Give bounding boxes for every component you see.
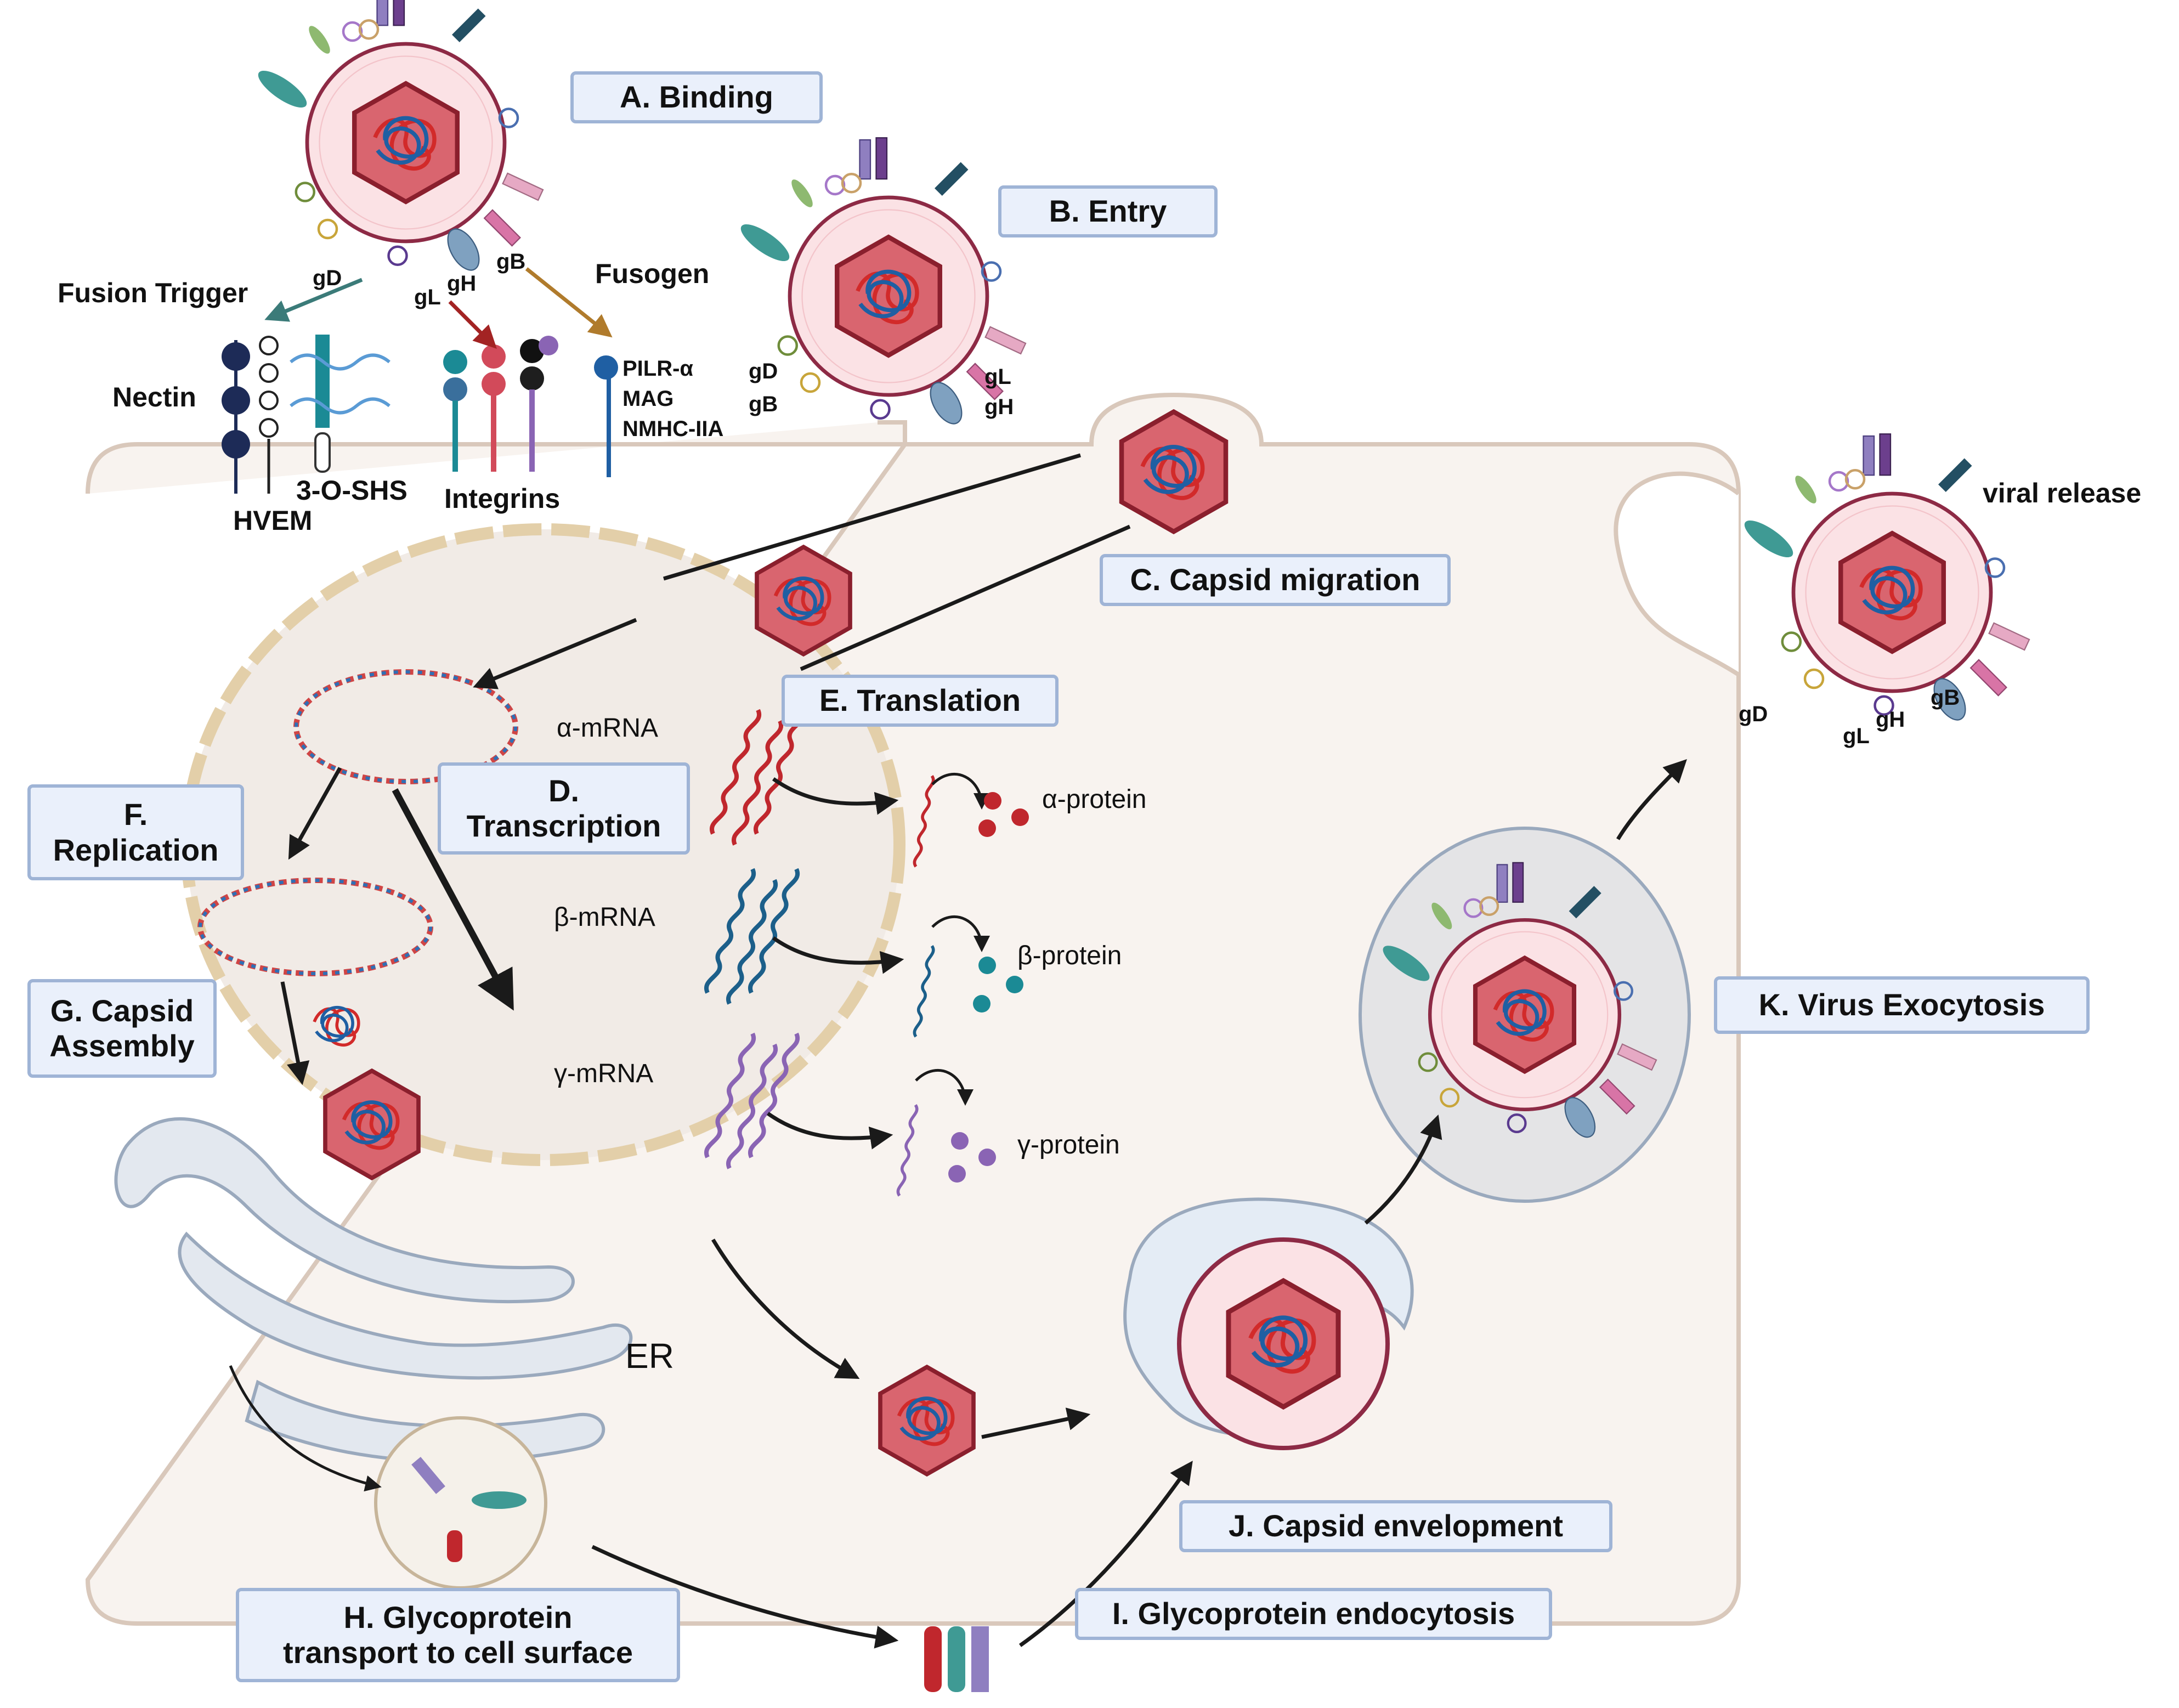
label-3-o-shs: 3-O-SHS — [296, 475, 407, 506]
stage-glycoprotein-endocytosis: I. Glycoprotein endocytosis — [1075, 1588, 1552, 1640]
gamma-translation — [897, 1069, 996, 1196]
label-gb-release: gB — [1931, 686, 1960, 710]
label-gamma-protein: γ-protein — [1017, 1130, 1120, 1160]
stage-binding: A. Binding — [570, 71, 823, 123]
label-gd-entry: gD — [749, 359, 778, 383]
stage-capsid-migration: C. Capsid migration — [1100, 554, 1451, 606]
stage-replication: F.Replication — [27, 784, 244, 880]
label-alpha-protein: α-protein — [1042, 785, 1147, 814]
label-pilr: PILR-α — [622, 357, 694, 381]
binding-virion — [253, 0, 543, 275]
label-mag: MAG — [622, 387, 674, 411]
label-gd-binding: gD — [313, 266, 342, 290]
label-gh-binding: gH — [447, 272, 477, 296]
label-gl-binding: gL — [414, 285, 441, 309]
label-gb-entry: gB — [749, 392, 778, 416]
stage-capsid-envelopment: J. Capsid envelopment — [1179, 1500, 1612, 1552]
exocytosis-vesicle — [1359, 827, 1691, 1203]
label-er: ER — [625, 1336, 674, 1376]
label-integrins: Integrins — [444, 483, 561, 514]
beta-translation — [914, 915, 1023, 1037]
label-beta-mrna: β-mRNA — [554, 903, 655, 932]
entry-virion — [736, 138, 1026, 429]
exocytosis-pocket — [1614, 471, 1740, 677]
label-gh-entry: gH — [984, 395, 1014, 419]
label-nmhc: NMHC-IIA — [622, 417, 724, 441]
label-gl-release: gL — [1843, 724, 1870, 748]
label-beta-protein: β-protein — [1017, 941, 1122, 970]
viral-genome-circle — [293, 669, 518, 784]
receptor-cluster — [222, 335, 618, 494]
label-viral-release: viral release — [1983, 478, 2142, 508]
label-gl-entry: gL — [984, 365, 1011, 389]
label-gamma-mrna: γ-mRNA — [554, 1059, 654, 1088]
stage-translation: E. Translation — [782, 675, 1059, 727]
envelopment-vesicle — [1123, 1197, 1414, 1450]
arrows — [229, 267, 1687, 1649]
label-fusion-trigger: Fusion Trigger — [58, 278, 248, 308]
alpha-translation — [914, 773, 1029, 867]
stage-transcription: D.Transcription — [438, 762, 690, 855]
label-alpha-mrna: α-mRNA — [557, 714, 659, 743]
surface-glycoproteins — [924, 1626, 989, 1692]
replicating-genome — [197, 878, 433, 976]
stage-entry: B. Entry — [998, 185, 1218, 237]
label-gh-release: gH — [1876, 708, 1905, 732]
label-nectin: Nectin — [112, 382, 196, 412]
transport-vesicle — [374, 1416, 547, 1590]
label-fusogen: Fusogen — [595, 258, 710, 289]
label-gb-binding: gB — [496, 250, 526, 274]
label-gd-release: gD — [1739, 702, 1768, 726]
label-hvem: HVEM — [233, 505, 313, 536]
stage-virus-exocytosis: K. Virus Exocytosis — [1714, 976, 2090, 1034]
